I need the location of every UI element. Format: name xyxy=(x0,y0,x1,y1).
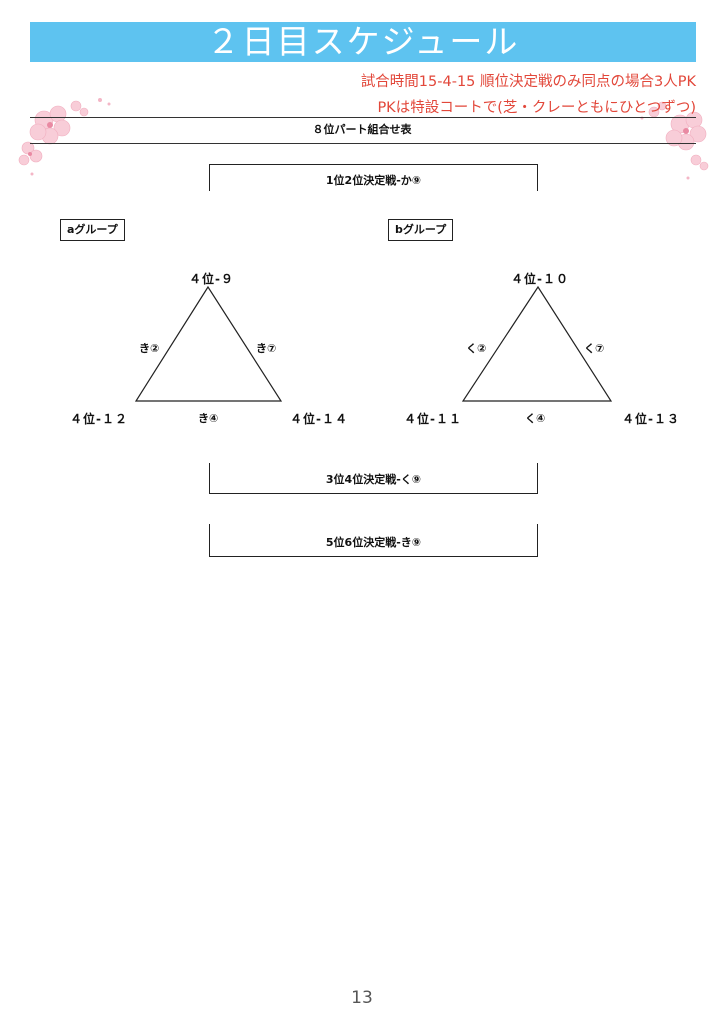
group-b-label: bグループ xyxy=(388,219,454,241)
fifth-place-bracket: 5位6位決定戦-き⑨ xyxy=(209,524,538,557)
third-place-bracket: 3位4位決定戦-く⑨ xyxy=(209,463,538,494)
group-a-triangle xyxy=(134,285,283,402)
section-divider-bottom xyxy=(30,143,696,144)
group-b-bottom-right-team: ４位-１３ xyxy=(622,412,680,426)
group-a-label: aグループ xyxy=(60,219,125,241)
cherry-blossom-right-decoration xyxy=(640,101,709,180)
group-a-bottom-right-team: ４位-１４ xyxy=(290,412,348,426)
group-a-left-match: き② xyxy=(139,342,160,355)
fifth-place-match-label: 5位6位決定戦-き⑨ xyxy=(325,536,422,549)
group-a-bottom-left-team: ４位-１２ xyxy=(70,412,128,426)
page-title: ２日目スケジュール xyxy=(30,22,696,62)
group-a-bottom-match: き④ xyxy=(198,412,219,425)
page-number: 13 xyxy=(351,988,373,1008)
group-b-right-match: く⑦ xyxy=(584,342,605,355)
group-b-triangle xyxy=(461,285,613,402)
section-title: ８位パート組合せ表 xyxy=(312,123,412,136)
group-b-bottom-match: く④ xyxy=(525,412,546,425)
pk-court-note: PKは特設コートで(芝・クレーともにひとつずつ) xyxy=(377,100,696,116)
group-b-bottom-left-team: ４位-１１ xyxy=(404,412,462,426)
final-match-bracket: 1位2位決定戦-か⑨ xyxy=(209,164,538,191)
group-b-top-team: ４位-１０ xyxy=(511,272,569,286)
third-place-match-label: 3位4位決定戦-く⑨ xyxy=(325,473,422,486)
match-time-note: 試合時間15-4-15 順位決定戦のみ同点の場合3人PK xyxy=(360,74,696,90)
final-match-label: 1位2位決定戦-か⑨ xyxy=(325,174,422,187)
group-a-right-match: き⑦ xyxy=(256,342,277,355)
cherry-blossom-left-decoration xyxy=(18,98,111,176)
group-a-top-team: ４位-９ xyxy=(189,272,234,286)
section-divider-top xyxy=(30,117,696,118)
group-b-left-match: く② xyxy=(466,342,487,355)
